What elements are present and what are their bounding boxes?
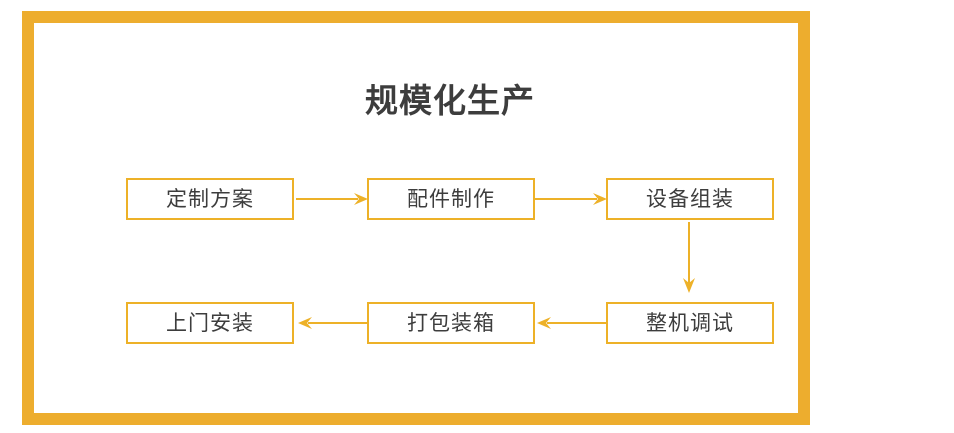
page-title: 规模化生产 (365, 82, 535, 119)
flow-node-equipment-assembly[interactable]: 设备组装 (606, 178, 774, 220)
arrow-left-icon-step5-to-step6 (296, 314, 370, 332)
arrow-right-icon-step2-to-step3 (535, 190, 609, 208)
flow-node-label: 配件制作 (407, 187, 495, 211)
flow-node-label: 设备组装 (646, 187, 734, 211)
flow-node-parts-manufacturing[interactable]: 配件制作 (367, 178, 535, 220)
flow-node-label: 定制方案 (166, 187, 254, 211)
flow-node-packing-crating[interactable]: 打包装箱 (367, 302, 535, 344)
arrow-left-icon-step4-to-step5 (535, 314, 609, 332)
flow-node-machine-debugging[interactable]: 整机调试 (606, 302, 774, 344)
flow-node-onsite-installation[interactable]: 上门安装 (126, 302, 294, 344)
flow-node-label: 上门安装 (166, 311, 254, 335)
arrow-right-icon-step1-to-step2 (296, 190, 370, 208)
flow-node-label: 整机调试 (646, 311, 734, 335)
decorative-frame: 规模化生产 定制方案 配件制作 设备组装 (22, 11, 810, 425)
flow-node-label: 打包装箱 (407, 311, 495, 335)
flow-node-custom-solution[interactable]: 定制方案 (126, 178, 294, 220)
arrow-down-icon-step3-to-step4 (679, 222, 699, 294)
